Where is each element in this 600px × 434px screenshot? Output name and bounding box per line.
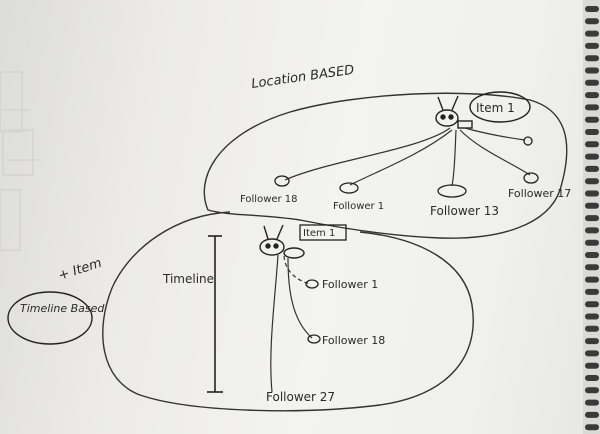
binding-ring xyxy=(585,215,599,222)
binding-ring xyxy=(585,227,599,234)
binding-ring xyxy=(585,178,599,185)
binding-ring xyxy=(585,42,599,49)
binding-ring xyxy=(585,79,599,86)
binding-ring xyxy=(585,264,599,271)
binding-ring xyxy=(585,350,599,357)
timeline-axis xyxy=(207,235,223,393)
location-based-label: Location BASED xyxy=(250,63,355,92)
binding-ring xyxy=(585,104,599,111)
binding-ring xyxy=(585,387,599,394)
binding-ring xyxy=(585,313,599,320)
binding-ring xyxy=(585,18,599,25)
binding-ring xyxy=(585,325,599,332)
robot-creature-icon xyxy=(435,95,473,129)
binding-ring xyxy=(585,375,599,381)
timeline-based-bubble xyxy=(7,291,93,345)
binding-ring xyxy=(585,239,599,246)
item-box xyxy=(299,224,347,241)
bottom-follower-label: Follower 18 xyxy=(322,334,385,347)
binding-ring xyxy=(585,301,599,308)
binding-ring xyxy=(585,153,599,160)
binding-ring xyxy=(585,6,599,12)
top-follower-label: Follower 13 xyxy=(430,204,499,218)
binding-ring xyxy=(585,399,599,406)
binding-ring xyxy=(585,129,599,135)
top-follower-label: Follower 17 xyxy=(508,187,571,200)
bottom-follower-label: Follower 1 xyxy=(322,278,378,291)
binding-ring xyxy=(585,141,599,148)
top-follower-links xyxy=(284,127,531,187)
binding-ring xyxy=(585,362,599,369)
binding-ring xyxy=(585,411,599,418)
binding-ring xyxy=(585,276,599,283)
binding-ring xyxy=(585,190,599,197)
timeline-region-outline xyxy=(102,211,474,412)
robot-creature-icon xyxy=(259,224,305,259)
item-bubble xyxy=(469,91,531,123)
binding-ring xyxy=(585,165,599,172)
bottom-follower-nodes xyxy=(305,279,321,344)
top-follower-nodes xyxy=(274,136,539,198)
top-follower-label: Follower 18 xyxy=(240,194,298,205)
bottom-follower-label: Follower 27 xyxy=(266,390,335,404)
binding-ring xyxy=(585,92,599,99)
bottom-item-label: Item 1 xyxy=(303,228,335,239)
binding-ring xyxy=(585,338,599,345)
binding-ring xyxy=(585,288,599,295)
binding-ring xyxy=(585,202,599,209)
binding-ring xyxy=(585,67,599,74)
top-follower-label: Follower 1 xyxy=(333,201,384,212)
faint-bleed-through-marks xyxy=(0,71,40,251)
bottom-follower-links xyxy=(270,254,313,393)
timeline-based-line1: Timeline Based xyxy=(20,302,105,315)
plus-item-label: + Item xyxy=(57,256,104,284)
binding-ring xyxy=(585,30,599,37)
location-region-outline xyxy=(203,92,568,239)
binding-ring xyxy=(585,424,599,431)
binding-ring xyxy=(585,252,599,258)
binding-ring xyxy=(585,116,599,123)
timeline-axis-label: Timeline xyxy=(162,272,214,286)
binding-ring xyxy=(585,55,599,62)
spiral-binding xyxy=(583,0,600,434)
top-item-label: Item 1 xyxy=(476,101,515,115)
